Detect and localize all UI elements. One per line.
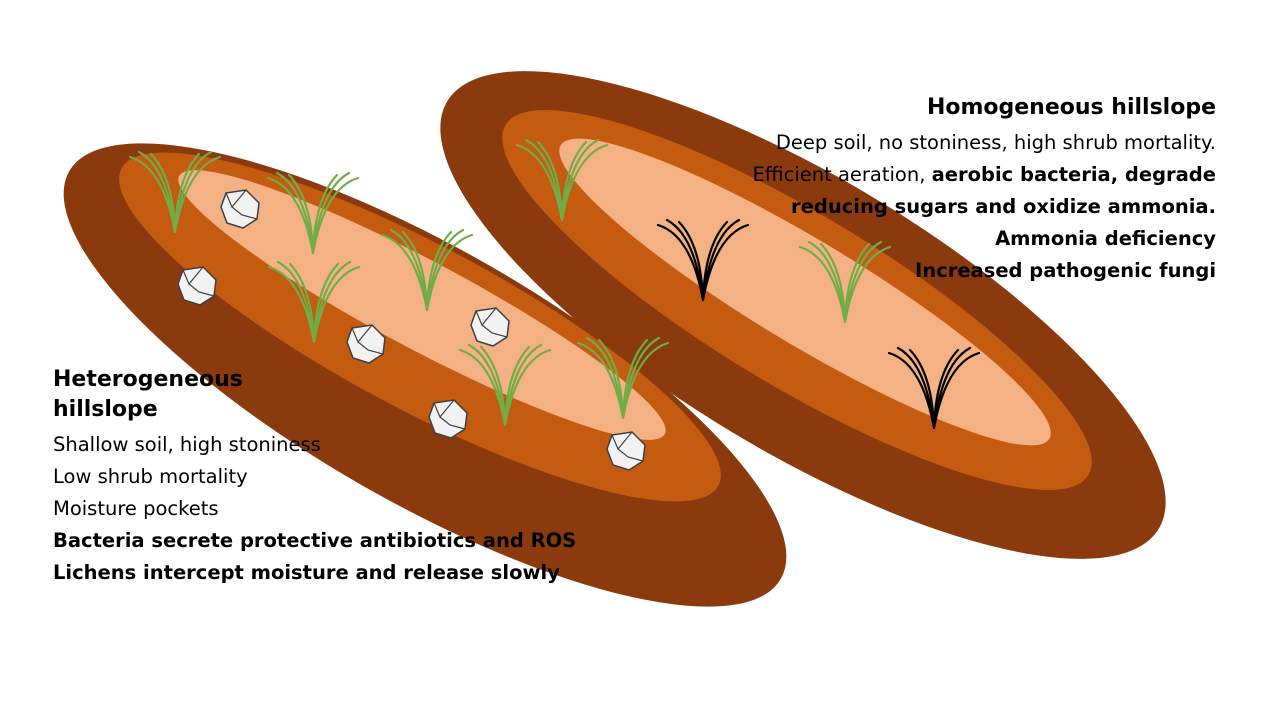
homogeneous-line-5: Increased pathogenic fungi — [915, 259, 1216, 282]
heterogeneous-line-4: Bacteria secrete protective antibiotics … — [53, 529, 577, 552]
homogeneous-inner-soil-layer — [559, 138, 1051, 446]
homogeneous-title: Homogeneous hillslope — [926, 95, 1216, 120]
homogeneous-hillslope — [440, 71, 1166, 559]
heterogeneous-inner-soil-layer — [178, 170, 666, 440]
homogeneous-description: Homogeneous hillslope Deep soil, no ston… — [752, 93, 1216, 287]
homogeneous-line-3: reducing sugars and oxidize ammonia. — [791, 195, 1216, 218]
heterogeneous-line-2: Low shrub mortality — [53, 465, 248, 488]
heterogeneous-title: Heterogeneous hillslope — [53, 367, 243, 422]
homogeneous-line-2-bold: aerobic bacteria, degrade — [931, 163, 1216, 186]
heterogeneous-line-1: Shallow soil, high stoniness — [53, 433, 321, 456]
homogeneous-line-1: Deep soil, no stoniness, high shrub mort… — [775, 131, 1216, 154]
heterogeneous-line-3: Moisture pockets — [53, 497, 219, 520]
homogeneous-line-2: Efficient aeration, aerobic bacteria, de… — [752, 159, 1216, 191]
homogeneous-line-2-plain: Efficient aeration, — [752, 163, 932, 186]
heterogeneous-description: Heterogeneous hillslope Shallow soil, hi… — [53, 365, 576, 589]
heterogeneous-hillslope — [63, 143, 787, 607]
homogeneous-line-4: Ammonia deficiency — [995, 227, 1216, 250]
heterogeneous-line-5: Lichens intercept moisture and release s… — [53, 561, 560, 584]
